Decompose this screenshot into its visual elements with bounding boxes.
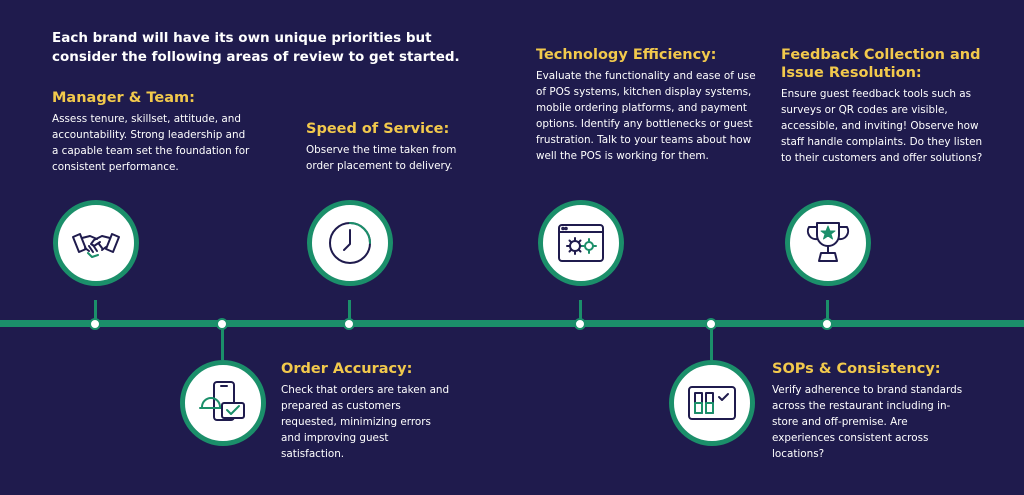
area-title: Feedback Collection and Issue Resolution… <box>781 47 981 81</box>
handshake-icon <box>72 233 120 258</box>
area-technology: Technology Efficiency: Evaluate the func… <box>536 46 762 164</box>
area-title: Order Accuracy: <box>281 361 413 377</box>
stem-manager <box>94 300 97 322</box>
stem-feedback <box>826 300 829 322</box>
area-text: Observe the time taken from order placem… <box>306 144 457 172</box>
intro-text: Each brand will have its own unique prio… <box>52 30 460 65</box>
area-feedback: Feedback Collection and Issue Resolution… <box>781 46 991 166</box>
area-title: Speed of Service: <box>306 121 450 137</box>
icon-circle-sops <box>669 360 755 446</box>
area-text: Check that orders are taken and prepared… <box>281 384 450 460</box>
stem-tech <box>579 300 582 322</box>
area-sops: SOPs & Consistency: Verify adherence to … <box>772 360 967 462</box>
timeline-line <box>0 320 1024 327</box>
icon-circle-tech <box>538 200 624 286</box>
area-text: Verify adherence to brand standards acro… <box>772 384 963 460</box>
area-title: Technology Efficiency: <box>536 47 717 63</box>
area-title: SOPs & Consistency: <box>772 361 941 377</box>
timeline-dot-2 <box>216 318 228 330</box>
timeline-dot-5 <box>705 318 717 330</box>
clock-icon <box>329 222 371 264</box>
phone-order-check-icon <box>199 381 245 421</box>
timeline-dot-4 <box>574 318 586 330</box>
area-text: Evaluate the functionality and ease of u… <box>536 70 756 162</box>
area-order-accuracy: Order Accuracy: Check that orders are ta… <box>281 360 451 462</box>
stem-order <box>221 326 224 360</box>
area-speed-service: Speed of Service: Observe the time taken… <box>306 120 466 174</box>
timeline-dot-6 <box>821 318 833 330</box>
icon-circle-speed <box>307 200 393 286</box>
icon-circle-feedback <box>785 200 871 286</box>
stem-speed <box>348 300 351 322</box>
checklist-board-icon <box>688 386 736 420</box>
area-title: Manager & Team: <box>52 90 195 106</box>
icon-circle-order <box>180 360 266 446</box>
icon-circle-manager <box>53 200 139 286</box>
timeline-dot-1 <box>89 318 101 330</box>
area-text: Ensure guest feedback tools such as surv… <box>781 88 983 164</box>
area-manager-team: Manager & Team: Assess tenure, skillset,… <box>52 89 252 175</box>
stem-sops <box>710 326 713 360</box>
trophy-star-icon <box>806 222 850 262</box>
browser-gears-icon <box>558 224 604 262</box>
area-text: Assess tenure, skillset, attitude, and a… <box>52 113 250 173</box>
timeline-dot-3 <box>343 318 355 330</box>
